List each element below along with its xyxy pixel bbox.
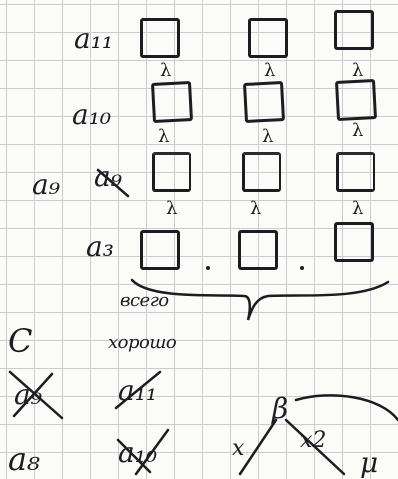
brace <box>132 280 388 320</box>
tree-arc <box>296 395 398 420</box>
strike-a9-row <box>98 170 128 196</box>
strike-note-a10-2 <box>136 430 168 474</box>
tree-right <box>286 420 344 474</box>
tree-left <box>240 420 276 474</box>
strike-note-a11 <box>116 372 160 408</box>
strike-note-a10-1 <box>118 440 150 472</box>
